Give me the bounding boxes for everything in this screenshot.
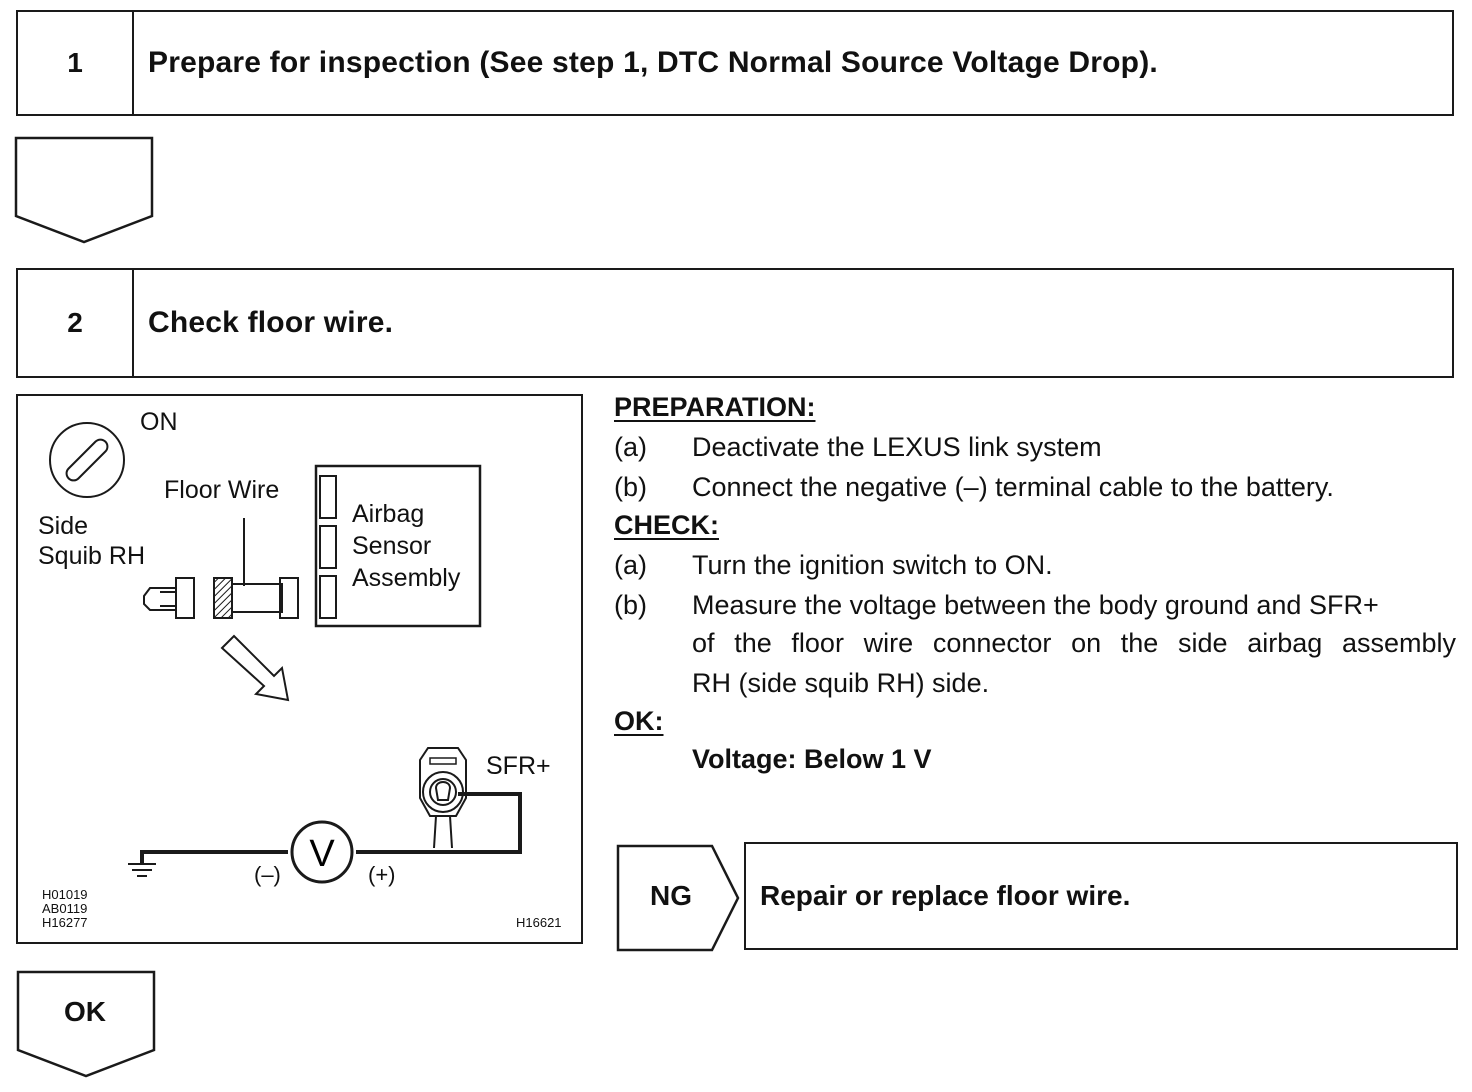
test-lead-wires <box>140 792 522 864</box>
ok-heading: OK: <box>614 706 664 736</box>
preparation-item-a-marker: (a) <box>614 432 647 462</box>
preparation-item-b-marker: (b) <box>614 472 647 502</box>
ground-icon <box>128 863 156 877</box>
check-item-a-text: Turn the ignition switch to ON. <box>692 550 1053 580</box>
airbag-sensor-assembly-icon <box>314 464 482 628</box>
preparation-item-a-text: Deactivate the LEXUS link system <box>692 432 1102 462</box>
flow-down-arrow <box>14 136 154 244</box>
figure-code-2: AB0119 <box>42 901 88 916</box>
figure-code-3: H16277 <box>42 915 88 930</box>
step-1-number: 1 <box>18 12 134 114</box>
step-2-number: 2 <box>18 270 134 376</box>
check-item-a-marker: (a) <box>614 550 647 580</box>
ok-down-arrow <box>16 970 156 1078</box>
ignition-switch-icon <box>49 422 125 498</box>
step-2-title: Check floor wire. <box>148 306 394 339</box>
step-1-title: Prepare for inspection (See step 1, DTC … <box>148 46 1158 79</box>
diagonal-arrow-icon <box>220 634 290 702</box>
ok-spec: Voltage: Below 1 V <box>692 744 932 774</box>
ng-action: Repair or replace floor wire. <box>760 880 1131 911</box>
preparation-heading: PREPARATION: <box>614 392 816 422</box>
voltmeter-icon: V <box>290 820 354 884</box>
check-heading: CHECK: <box>614 510 719 540</box>
step-2-header: 2 Check floor wire. <box>16 268 1454 378</box>
sensor-label-2: Sensor <box>352 532 432 560</box>
floor-wire-connector-icon <box>213 518 299 619</box>
side-squib-label-1: Side <box>38 512 89 540</box>
diagram-graphics: V <box>49 422 522 884</box>
switch-on-label: ON <box>140 408 178 436</box>
check-item-b-line-1: Measure the voltage between the body gro… <box>692 590 1379 620</box>
sensor-label-3: Assembly <box>352 564 461 592</box>
ng-label: NG <box>650 880 692 911</box>
preparation-item-b-text: Connect the negative (–) terminal cable … <box>692 472 1334 502</box>
floor-wire-label: Floor Wire <box>164 476 280 504</box>
wiring-diagram: V ON Floor Wire Side Squib RH Airbag Sen… <box>16 394 583 944</box>
plus-label: (+) <box>368 862 396 887</box>
voltmeter-symbol: V <box>309 833 335 875</box>
minus-label: (–) <box>254 862 281 887</box>
ng-action-box: Repair or replace floor wire. <box>744 842 1458 950</box>
ng-arrow <box>616 844 740 952</box>
side-squib-label-2: Squib RH <box>38 542 145 570</box>
step-1-header: 1 Prepare for inspection (See step 1, DT… <box>16 10 1454 116</box>
sensor-label-1: Airbag <box>352 500 425 528</box>
check-item-b-marker: (b) <box>614 590 647 620</box>
check-item-b-line-2: of the floor wire connector on the side … <box>692 628 1456 658</box>
sfr-connector-icon <box>419 747 467 849</box>
figure-id: H16621 <box>516 915 562 930</box>
check-item-b-line-3: RH (side squib RH) side. <box>692 668 990 698</box>
side-squib-connector-icon <box>143 577 195 619</box>
sfr-label: SFR+ <box>486 752 551 780</box>
ok-arrow-label: OK <box>64 996 106 1027</box>
figure-code-1: H01019 <box>42 887 88 902</box>
